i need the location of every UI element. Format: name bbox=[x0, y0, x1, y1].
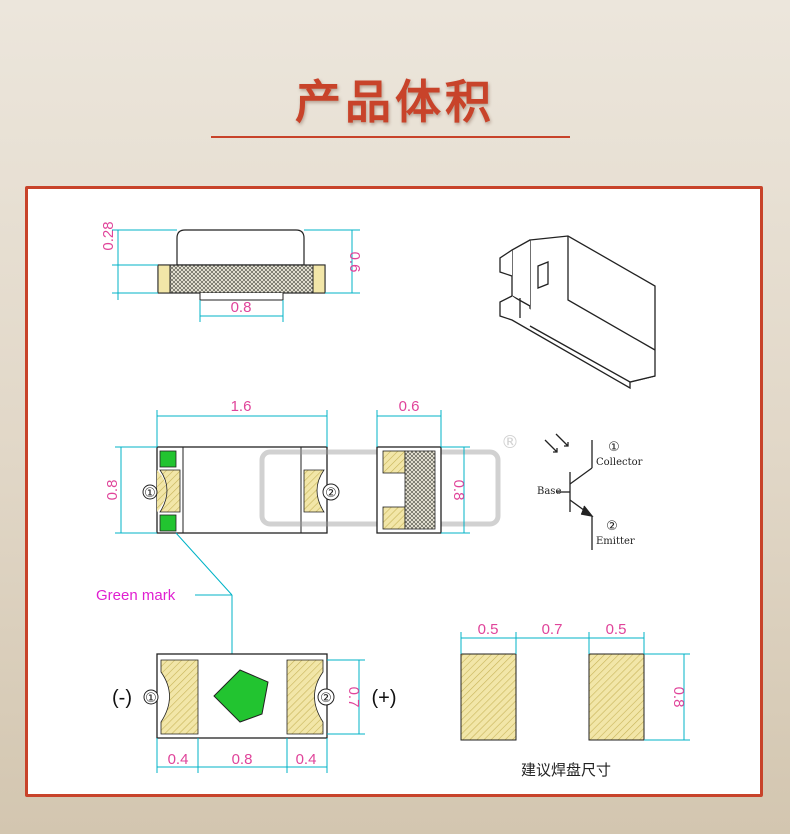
dim-top-length: 1.6 bbox=[231, 398, 252, 415]
bottom-pad-left bbox=[160, 659, 199, 735]
footprint-pad-left bbox=[460, 653, 517, 741]
green-mark-top bbox=[159, 450, 177, 468]
green-mark-bottom bbox=[159, 514, 177, 532]
bottom-pin1: ① bbox=[145, 691, 157, 706]
registered-mark: ® bbox=[501, 432, 519, 453]
dim-footprint-pad2: 0.5 bbox=[606, 621, 627, 638]
dim-top-width: 0.8 bbox=[104, 480, 121, 501]
dim-footprint-gap: 0.7 bbox=[542, 621, 563, 638]
dim-side-total: 0.6 bbox=[346, 252, 363, 273]
dim-side-height: 0.28 bbox=[100, 221, 117, 250]
schematic-emitter: Emitter bbox=[596, 536, 635, 547]
footprint-caption: 建议焊盘尺寸 bbox=[521, 761, 611, 779]
title-underline bbox=[211, 136, 570, 138]
footprint: 0.5 0.7 0.5 0.8 建议焊盘尺寸 bbox=[460, 621, 690, 779]
polarity-minus: (-) bbox=[112, 687, 132, 709]
bottom-pin2: ② bbox=[320, 691, 332, 706]
lens-dome bbox=[176, 229, 305, 266]
dim-end-width: 0.6 bbox=[399, 398, 420, 415]
dim-bottom-mid: 0.8 bbox=[232, 751, 253, 768]
green-mark-polarity bbox=[213, 669, 269, 723]
top-pin1: ① bbox=[144, 486, 156, 501]
schematic-pin1: ① bbox=[608, 440, 620, 455]
dim-footprint-height: 0.8 bbox=[670, 687, 687, 708]
bottom-view: ① ② (-) (+) 0.7 0.4 0.8 0.4 bbox=[112, 653, 397, 773]
phototransistor-schematic bbox=[544, 433, 594, 550]
schematic-pin2: ② bbox=[606, 519, 618, 534]
green-mark-label: Green mark bbox=[96, 587, 176, 604]
top-view: ① ② 1.6 0.8 bbox=[104, 398, 340, 534]
end-view: 0.6 0.8 bbox=[376, 398, 470, 534]
isometric-view bbox=[499, 235, 656, 390]
dim-end-height: 0.8 bbox=[450, 480, 467, 501]
side-body bbox=[157, 264, 326, 294]
dim-bottom-left: 0.4 bbox=[168, 751, 189, 768]
dim-bottom-pad-height: 0.7 bbox=[345, 687, 362, 708]
page-title: 产品体积 bbox=[295, 75, 495, 129]
polarity-plus: (+) bbox=[372, 687, 397, 709]
schematic-base: Base bbox=[537, 486, 561, 497]
dim-footprint-pad1: 0.5 bbox=[478, 621, 499, 638]
bottom-pad-right bbox=[286, 659, 324, 735]
top-pin2: ② bbox=[325, 486, 337, 501]
side-view: 0.28 0.6 0.8 bbox=[100, 221, 363, 322]
schematic-collector: Collector bbox=[596, 457, 643, 468]
dim-side-bottom: 0.8 bbox=[231, 299, 252, 316]
footprint-pad-right bbox=[588, 653, 645, 741]
dim-bottom-right: 0.4 bbox=[296, 751, 317, 768]
